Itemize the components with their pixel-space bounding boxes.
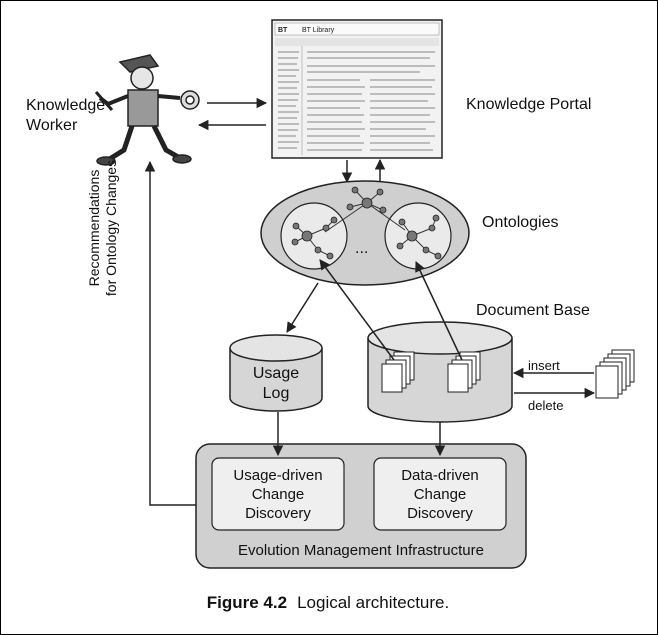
usage-driven-box — [211, 457, 345, 531]
portal-title: BT Library — [302, 27, 335, 34]
documents-to-ontology-arrow — [415, 261, 463, 361]
ontologies-ellipse — [260, 180, 470, 286]
knowledge-portal-screenshot: BT BT Library — [271, 19, 443, 159]
knowledge-worker-icon — [94, 54, 200, 166]
data-driven-label: Data-driven Change Discovery — [401, 467, 479, 522]
data-driven-box — [373, 457, 507, 531]
delete-label: delete — [528, 398, 564, 413]
documents-to-ontology-arrow — [319, 259, 395, 361]
infrastructure-label: Evolution Management Infrastructure — [238, 542, 484, 559]
recommendations-label: Recommendations for Ontology Changes — [86, 159, 119, 297]
figure-title: Logical architecture. — [297, 593, 450, 612]
ontologies-label: Ontologies — [482, 214, 559, 231]
document-stack-icon — [381, 351, 415, 393]
recommendations-arrow — [144, 160, 196, 506]
ellipsis-label: ... — [355, 240, 369, 257]
document-base-label: Document Base — [476, 302, 590, 319]
figure-caption: Figure 4.2 Logical architecture. — [0, 593, 656, 613]
figure-number: Figure 4.2 — [206, 593, 288, 612]
document-base-cylinder — [367, 321, 513, 423]
usage-log-cylinder — [229, 334, 323, 412]
external-documents-icon — [595, 349, 635, 399]
insert-label: insert — [528, 358, 560, 373]
knowledge-portal-label: Knowledge Portal — [466, 96, 592, 113]
portal-logo: BT — [278, 27, 288, 34]
usage-driven-label: Usage-driven Change Discovery — [233, 467, 323, 522]
knowledge-worker-label: Knowledge Worker — [26, 97, 106, 134]
ontologies-to-usage-log-arrow — [286, 282, 319, 333]
usage-log-label: Usage Log — [252, 365, 300, 402]
